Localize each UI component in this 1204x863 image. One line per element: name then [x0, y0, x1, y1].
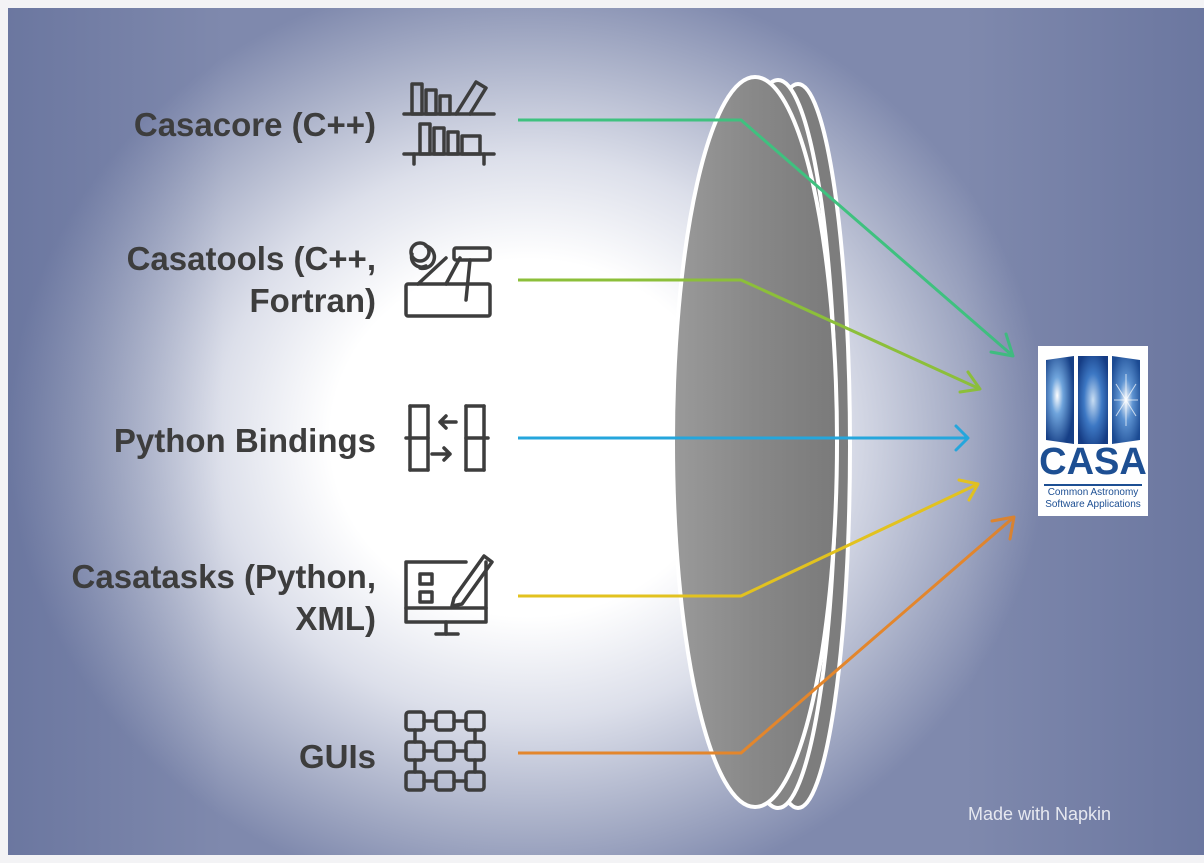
toolbox-icon: [404, 241, 492, 318]
diagram-canvas: Casacore (C++) Casatools (C++, Fortran) …: [8, 8, 1204, 855]
label-casatools: Casatools (C++, Fortran): [126, 240, 376, 319]
arrow-casacore: [518, 118, 1015, 358]
label-python-bindings: Python Bindings: [113, 422, 376, 459]
casa-logo-panels-icon: [1046, 356, 1140, 444]
casa-logo-subtitle-line-1: Common Astronomy: [1047, 487, 1139, 498]
lens-body: [671, 75, 839, 809]
label-casacore: Casacore (C++): [133, 106, 376, 143]
lens: [671, 75, 852, 810]
monitor-edit-icon: [404, 554, 494, 636]
arrow-casatasks: [518, 478, 980, 598]
casa-logo-divider: [1044, 484, 1142, 486]
arrow-guis: [518, 515, 1016, 755]
arrow-python-bindings: [518, 424, 970, 452]
connector-arrows: [518, 118, 1016, 755]
binding-arrows-icon: [404, 404, 490, 472]
label-casatasks: Casatasks (Python, XML): [71, 558, 376, 637]
arrow-casatools: [518, 278, 982, 394]
bookshelf-icon: [402, 80, 496, 166]
label-guis: GUIs: [298, 738, 376, 775]
grid-network-icon: [404, 710, 486, 792]
casa-logo: CASA Common Astronomy Software Applicati…: [1038, 346, 1148, 516]
napkin-watermark: Made with Napkin: [968, 804, 1112, 824]
diagram-graphics: [402, 75, 1016, 810]
casa-logo-title: CASA: [1039, 441, 1147, 483]
casa-logo-subtitle-line-2: Software Applications: [1045, 499, 1141, 510]
